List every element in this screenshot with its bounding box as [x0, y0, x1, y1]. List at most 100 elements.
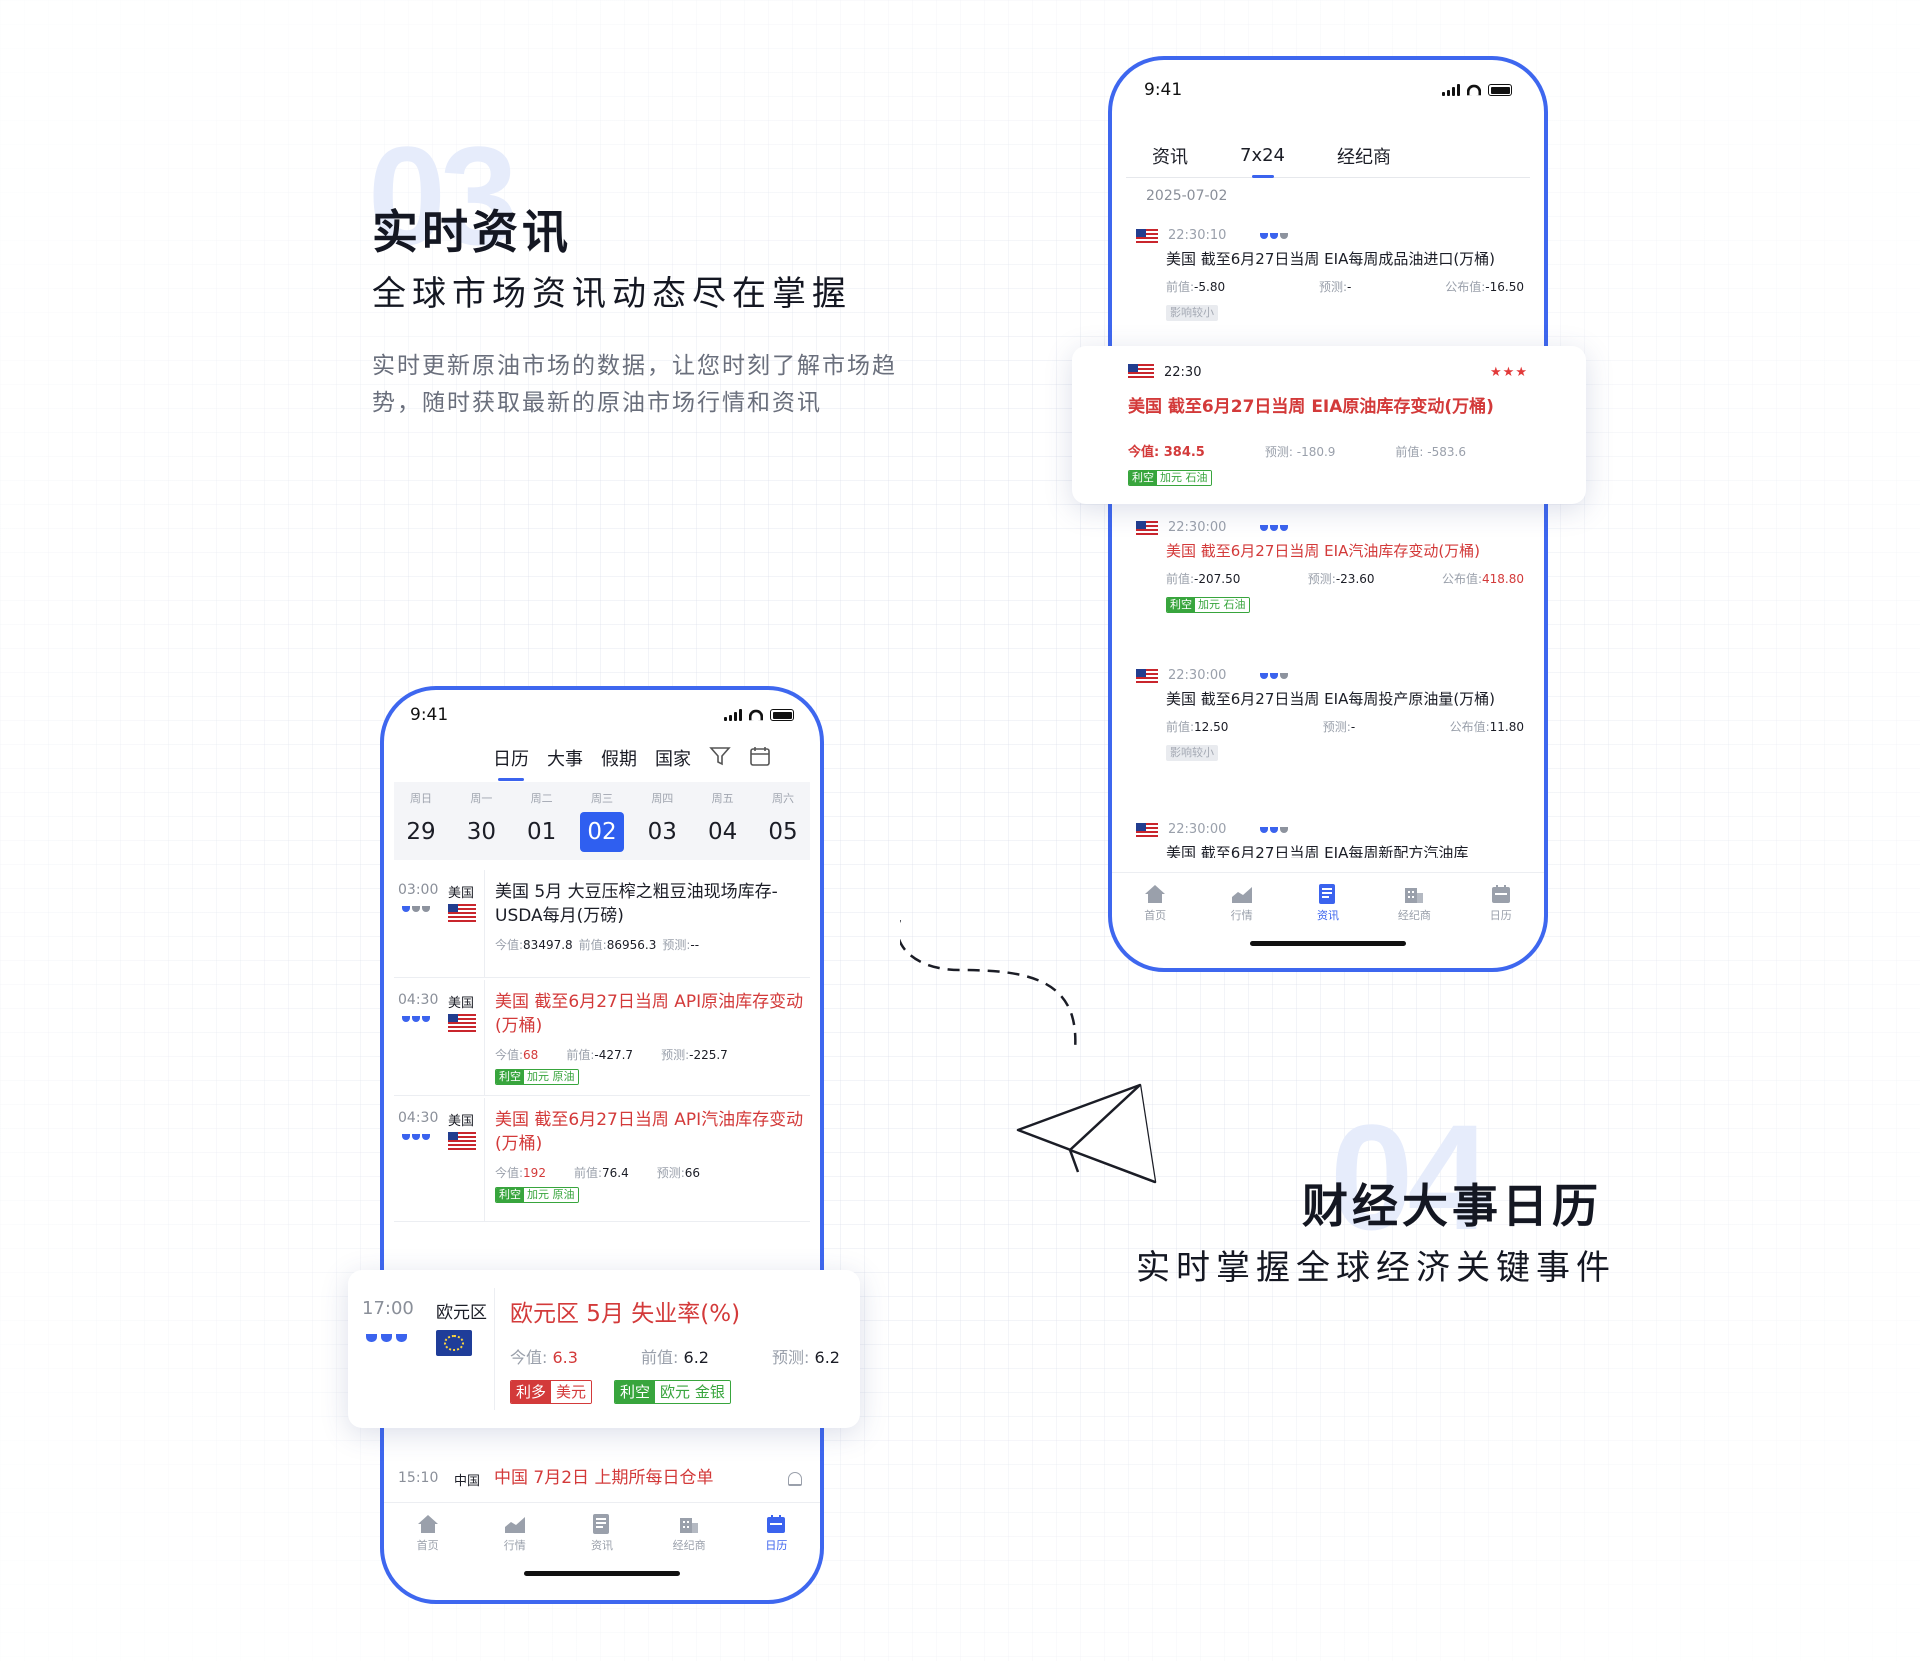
us-flag-icon: [1136, 228, 1158, 243]
forecast-label: 预测:: [1264, 445, 1293, 459]
forecast-value: --: [690, 938, 700, 952]
day-number: 04: [708, 819, 738, 845]
published-label: 公布值:: [1449, 720, 1490, 734]
status-bar: 9:41: [1112, 60, 1544, 120]
forecast-label: 预测:: [772, 1348, 810, 1367]
tab-brokers[interactable]: 经纪商: [1337, 146, 1392, 168]
forecast-value: 66: [684, 1166, 701, 1180]
tab-7x24[interactable]: 7x24: [1240, 145, 1286, 166]
bell-icon[interactable]: [788, 1472, 802, 1486]
prev-value: 12.50: [1194, 720, 1229, 734]
published-label: 公布值:: [1441, 572, 1482, 586]
building-icon: [1403, 883, 1425, 905]
chart-icon: [504, 1513, 526, 1535]
news-item[interactable]: 22:30:00 美国 截至6月27日当周 EIA汽油库存变动(万桶) 前值:-…: [1136, 520, 1524, 613]
tag-value: 美元: [551, 1381, 592, 1403]
day-name: 周二: [530, 792, 553, 805]
tag-value: 加元 石油: [1195, 598, 1249, 612]
day-name: 周四: [651, 792, 674, 805]
impact-badge: 影响较小: [1166, 305, 1218, 321]
highlight-time: 22:30: [1164, 364, 1202, 380]
now-label: 今值:: [510, 1348, 548, 1367]
news-item[interactable]: 22:30:00 美国 截至6月27日当周 EIA每周投产原油量(万桶) 前值:…: [1136, 668, 1524, 761]
tabbar-label: 经纪商: [1397, 909, 1431, 922]
tabbar-label: 经纪商: [672, 1539, 706, 1552]
prev-label: 前值:: [641, 1348, 679, 1367]
nav-calendar[interactable]: 日历: [493, 745, 529, 771]
nav-holidays[interactable]: 假期: [601, 749, 637, 770]
forecast-label: 预测:: [662, 938, 691, 952]
calendar-event[interactable]: 03:00 美国 美国 5月 大豆压榨之粗豆油现场库存-USDA每月(万磅) 今…: [394, 870, 810, 978]
calendar-event[interactable]: 04:30 美国 美国 截至6月27日当周 API汽油库存变动(万桶) 今值:1…: [394, 1098, 810, 1222]
status-time: 9:41: [1144, 80, 1183, 100]
tabbar-home[interactable]: 首页: [1125, 883, 1185, 923]
item-time: 22:30:00: [1168, 520, 1227, 535]
news-icon: [1317, 883, 1339, 905]
event-title: 美国 截至6月27日当周 API原油库存变动(万桶): [495, 992, 804, 1036]
tabbar-calendar[interactable]: 日历: [746, 1513, 806, 1553]
impact-tag: 利空加元 石油: [1128, 470, 1212, 486]
forecast-label: 预测:: [1318, 280, 1348, 294]
now-label: 今值:: [495, 1166, 524, 1180]
day-number: 05: [768, 819, 798, 845]
wifi-icon: [1466, 84, 1482, 96]
tabbar-home[interactable]: 首页: [398, 1513, 458, 1553]
news-item[interactable]: 22:30:00 美国 截至6月27日当周 EIA每周新配方汽油库: [1136, 822, 1524, 858]
prev-value: 86956.3: [606, 938, 657, 952]
tag-key: 利空: [615, 1381, 656, 1403]
nav-events[interactable]: 大事: [547, 749, 583, 770]
filter-icon[interactable]: [709, 745, 731, 772]
calendar-nav: 日历 大事 假期 国家: [384, 738, 820, 778]
day-number: 29: [406, 819, 436, 845]
forecast-value: -: [1350, 720, 1356, 734]
prev-value: -583.6: [1427, 445, 1466, 459]
tabbar-broker[interactable]: 经纪商: [1384, 883, 1444, 923]
home-icon: [1144, 883, 1166, 905]
day-name: 周三: [590, 792, 613, 805]
tab-news[interactable]: 资讯: [1152, 146, 1188, 168]
tabbar-market[interactable]: 行情: [1212, 883, 1272, 923]
now-label: 今值:: [495, 1048, 524, 1062]
event-country: 欧元区: [436, 1303, 487, 1323]
forecast-value: -180.9: [1296, 445, 1336, 459]
tabbar-news[interactable]: 资讯: [572, 1513, 632, 1553]
now-value: 68: [523, 1048, 539, 1062]
us-flag-icon: [1136, 822, 1158, 837]
calendar-event[interactable]: 15:10 中国 中国 7月2日 上期所每日仓单: [394, 1460, 810, 1496]
prev-value: -427.7: [594, 1048, 634, 1062]
nav-countries[interactable]: 国家: [655, 749, 691, 770]
forecast-label: 预测:: [1322, 720, 1351, 734]
calendar-event[interactable]: 04:30 美国 美国 截至6月27日当周 API原油库存变动(万桶) 今值:6…: [394, 980, 810, 1096]
prev-label: 前值:: [1395, 445, 1424, 459]
tabbar-broker[interactable]: 经纪商: [659, 1513, 719, 1553]
tabbar-news[interactable]: 资讯: [1298, 883, 1358, 923]
highlight-event-card[interactable]: 17:00 欧元区 欧元区 5月 失业率(%) 今值: 6.3 前值: 6.2 …: [348, 1270, 860, 1428]
calendar-icon[interactable]: [749, 745, 771, 772]
prev-value: 6.2: [683, 1348, 709, 1367]
event-time: 03:00: [398, 882, 439, 898]
event-country: 美国: [448, 996, 475, 1011]
highlight-news-card[interactable]: 22:30 ★★★ 美国 截至6月27日当周 EIA原油库存变动(万桶) 今值:…: [1072, 346, 1586, 504]
news-item[interactable]: 22:30:10 美国 截至6月27日当周 EIA每周成品油进口(万桶) 前值:…: [1136, 228, 1524, 321]
day-cell[interactable]: 周二 01: [515, 782, 569, 860]
us-flag-icon: [448, 1014, 476, 1032]
tabbar-label: 行情: [1230, 909, 1253, 922]
news-phone: 9:41 资讯 7x24 经纪商 2025-07-02 22:30:10 美国 …: [1108, 56, 1548, 972]
published-value: 418.80: [1482, 572, 1524, 586]
tag-value: 加元 原油: [524, 1070, 578, 1084]
tabbar-calendar[interactable]: 日历: [1471, 883, 1531, 923]
item-time: 22:30:10: [1168, 228, 1227, 243]
tabbar-market[interactable]: 行情: [485, 1513, 545, 1553]
event-title: 美国 截至6月27日当周 API汽油库存变动(万桶): [495, 1110, 804, 1154]
day-number: 01: [527, 819, 557, 845]
chart-icon: [1231, 883, 1253, 905]
